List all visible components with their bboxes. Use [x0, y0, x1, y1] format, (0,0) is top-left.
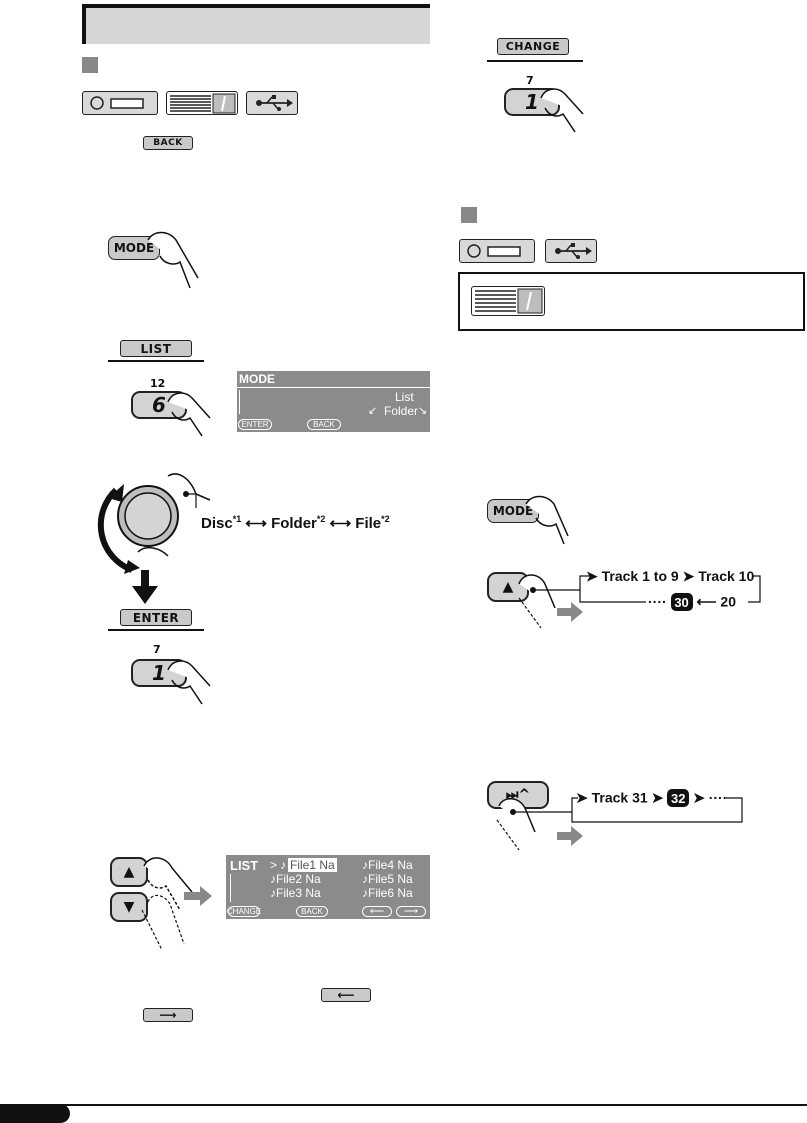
- back-pill: BACK: [307, 419, 341, 430]
- divider: [239, 390, 240, 414]
- list-display: LIST > ♪ File1 Na ♪File2 Na ♪File3 Na ♪F…: [226, 855, 430, 919]
- arrow-icon: ➤: [651, 789, 664, 806]
- finger-press-icon: [525, 495, 569, 545]
- usb-source-icon: [545, 239, 597, 263]
- page-tab: [0, 1104, 70, 1123]
- footer-rule: [0, 1104, 807, 1106]
- right-arrow-pill: ⟶: [396, 906, 426, 917]
- divider: [108, 360, 204, 362]
- left-arrow-button[interactable]: ⟵: [321, 988, 371, 1002]
- option-folder: Folder: [384, 404, 419, 418]
- sequence-item: Track 1 to 9: [601, 568, 679, 584]
- cd-changer-icon: [471, 286, 545, 316]
- sequence-item: 20: [720, 593, 736, 610]
- footnote-mark: *2: [381, 514, 390, 524]
- right-arrow-button[interactable]: ⟶: [143, 1008, 193, 1022]
- back-pill: BACK: [296, 906, 328, 917]
- finger-press-icon: [496, 798, 583, 851]
- enter-pill: ENTER: [238, 419, 272, 430]
- section-marker: [82, 57, 98, 73]
- key-number: 7: [153, 643, 161, 656]
- cycle-file: File: [355, 515, 382, 532]
- finger-press-icon: [141, 857, 212, 951]
- note-box: [458, 272, 805, 331]
- finger-press-icon: [518, 574, 583, 629]
- sequence-lines: [534, 575, 761, 603]
- track-sequence-line2: ···· 30 ⟵ 20: [648, 593, 736, 611]
- list-item[interactable]: ♪File3 Na: [270, 886, 321, 900]
- cd-source-icon: [82, 91, 158, 115]
- mode-display: MODE List Folder ↙ ↘ ENTER BACK: [237, 371, 430, 432]
- back-button[interactable]: BACK: [143, 136, 193, 150]
- down-button[interactable]: ▼: [110, 892, 148, 922]
- footnote-mark: *1: [232, 514, 242, 524]
- footnote-mark: *2: [316, 514, 326, 524]
- list-item[interactable]: ♪File2 Na: [270, 872, 321, 886]
- list-item-label: File6 Na: [368, 886, 413, 900]
- arrow-icon: ➤: [682, 568, 695, 584]
- change-button[interactable]: CHANGE: [497, 38, 569, 55]
- cursor-icon: >: [270, 858, 278, 872]
- up-button[interactable]: ▲: [110, 857, 148, 887]
- divider: [108, 629, 204, 631]
- key-number: 7: [526, 74, 534, 87]
- sequence-lines: [516, 797, 743, 823]
- source-cycle: Disc*1 ⟷ Folder*2 ⟷ File*2: [201, 514, 390, 532]
- left-arrow-pill: ⟵: [362, 906, 392, 917]
- sequence-badge: 30: [670, 593, 693, 611]
- dots: ····: [648, 593, 667, 610]
- sequence-item: Track 31: [591, 789, 648, 806]
- list-item-label: File4 Na: [368, 858, 413, 872]
- display-title: LIST: [230, 858, 259, 873]
- finger-press-icon: [540, 88, 584, 133]
- option-list: List: [395, 390, 414, 404]
- divider: [230, 874, 231, 902]
- double-arrow-icon: ⟷: [329, 515, 352, 532]
- track-sequence-line1: ➤ Track 1 to 9 ➤ Track 10: [586, 568, 754, 585]
- divider: [487, 60, 583, 62]
- enter-button[interactable]: ENTER: [120, 609, 192, 626]
- up-button[interactable]: ▲: [487, 572, 529, 602]
- track-sequence-line3: ➤ Track 31 ➤ 32 ➤ ····: [576, 789, 727, 807]
- sequence-badge: 32: [667, 789, 690, 807]
- note-icon: ♪: [280, 858, 286, 872]
- cycle-disc: Disc: [201, 515, 233, 532]
- section-marker: [461, 207, 477, 223]
- cd-source-icon: [459, 239, 535, 263]
- list-item-label: File2 Na: [276, 872, 321, 886]
- list-item-label: File3 Na: [276, 886, 321, 900]
- list-button[interactable]: LIST: [120, 340, 192, 357]
- divider: [237, 387, 430, 388]
- arrow-icon: ↘: [418, 405, 428, 417]
- finger-press-icon: [147, 231, 199, 289]
- list-item[interactable]: ♪File4 Na: [362, 858, 413, 872]
- key-number: 12: [150, 377, 166, 390]
- dots: ····: [708, 789, 728, 806]
- double-arrow-icon: ⟷: [245, 515, 267, 532]
- list-item[interactable]: ♪File6 Na: [362, 886, 413, 900]
- display-title: MODE: [239, 372, 275, 386]
- sequence-item: Track 10: [698, 568, 755, 584]
- section-title-bar: [82, 4, 430, 44]
- down-arrow-icon: [132, 570, 158, 604]
- cycle-folder: Folder: [271, 515, 317, 532]
- finger-press-icon: [167, 660, 211, 705]
- arrow-icon: ⟵: [696, 593, 717, 610]
- finger-press-icon: [167, 392, 211, 437]
- list-item[interactable]: ♪File5 Na: [362, 872, 413, 886]
- cd-changer-icon: [166, 91, 238, 115]
- list-item-selected[interactable]: File1 Na: [288, 858, 337, 872]
- arrow-icon: ➤: [586, 568, 598, 584]
- list-item-label: File5 Na: [368, 872, 413, 886]
- usb-source-icon: [246, 91, 298, 115]
- change-pill: CHANGE: [226, 906, 262, 917]
- arrow-icon: ↙: [368, 405, 378, 417]
- control-dial-icon: [97, 473, 211, 574]
- arrow-icon: ➤: [693, 789, 705, 806]
- arrow-icon: ➤: [576, 789, 588, 806]
- mode-button[interactable]: MODE: [108, 236, 160, 260]
